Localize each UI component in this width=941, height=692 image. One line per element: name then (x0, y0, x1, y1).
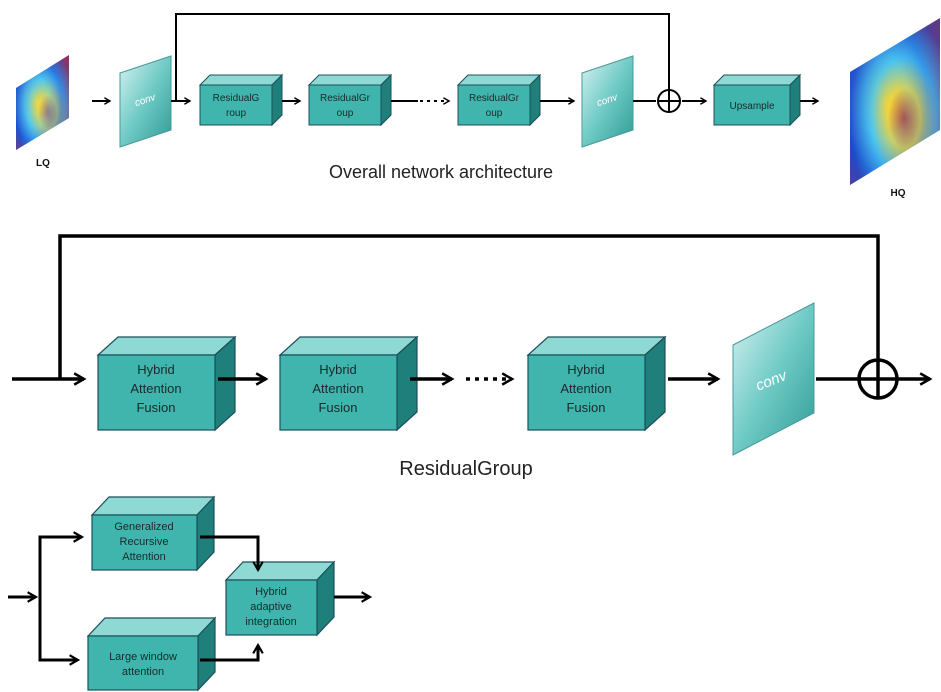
rg-conv-panel: conv (732, 302, 815, 456)
svg-text:ResidualG: ResidualG (213, 93, 260, 104)
svg-text:ResidualGr: ResidualGr (469, 93, 520, 104)
svg-text:oup: oup (337, 108, 354, 119)
svg-text:ResidualGr: ResidualGr (320, 93, 371, 104)
svg-text:Hybrid: Hybrid (567, 362, 605, 377)
svg-text:Hybrid: Hybrid (319, 362, 357, 377)
svg-text:Attention: Attention (312, 381, 363, 396)
hq-label: HQ (891, 188, 906, 199)
upsample-box: Upsample (712, 73, 802, 127)
hq-image (850, 18, 940, 185)
svg-text:Recursive: Recursive (120, 536, 169, 548)
svg-text:attention: attention (122, 666, 164, 678)
residual-group-box-2: ResidualGr oup (307, 73, 393, 127)
svg-text:oup: oup (486, 108, 503, 119)
svg-text:Hybrid: Hybrid (255, 586, 287, 598)
lq-image (16, 55, 69, 150)
svg-text:Large window: Large window (109, 651, 177, 663)
lq-label: LQ (36, 158, 50, 169)
svg-text:Hybrid: Hybrid (137, 362, 175, 377)
haf-box-3: Hybrid Attention Fusion (526, 335, 667, 432)
overall-arrows (92, 13, 820, 105)
svg-text:Fusion: Fusion (318, 400, 357, 415)
residual-group-arrows (12, 234, 933, 386)
svg-text:Generalized: Generalized (114, 521, 173, 533)
rg-add-circle (857, 358, 899, 400)
lwa-box: Large window attention (86, 616, 217, 692)
residual-group-box-1: ResidualG roup (198, 73, 284, 127)
svg-text:Attention: Attention (560, 381, 611, 396)
svg-text:Attention: Attention (130, 381, 181, 396)
overall-add-circle (657, 89, 681, 113)
conv-panel-1: conv (119, 55, 172, 148)
svg-text:Upsample: Upsample (729, 101, 774, 112)
svg-text:integration: integration (245, 616, 296, 628)
svg-text:Fusion: Fusion (566, 400, 605, 415)
conv-panel-2: conv (581, 55, 634, 148)
svg-text:Fusion: Fusion (136, 400, 175, 415)
gra-box: Generalized Recursive Attention (90, 495, 216, 572)
haf-box-1: Hybrid Attention Fusion (96, 335, 237, 432)
residual-group-box-3: ResidualGr oup (456, 73, 542, 127)
haf-arrows (8, 531, 373, 666)
svg-text:adaptive: adaptive (250, 601, 292, 613)
svg-text:Attention: Attention (122, 551, 165, 563)
svg-text:roup: roup (226, 108, 246, 119)
residual-group-caption: ResidualGroup (399, 458, 532, 480)
haf-box-2: Hybrid Attention Fusion (278, 335, 419, 432)
hai-box: Hybrid adaptive integration (224, 560, 336, 637)
overall-caption: Overall network architecture (329, 162, 553, 182)
